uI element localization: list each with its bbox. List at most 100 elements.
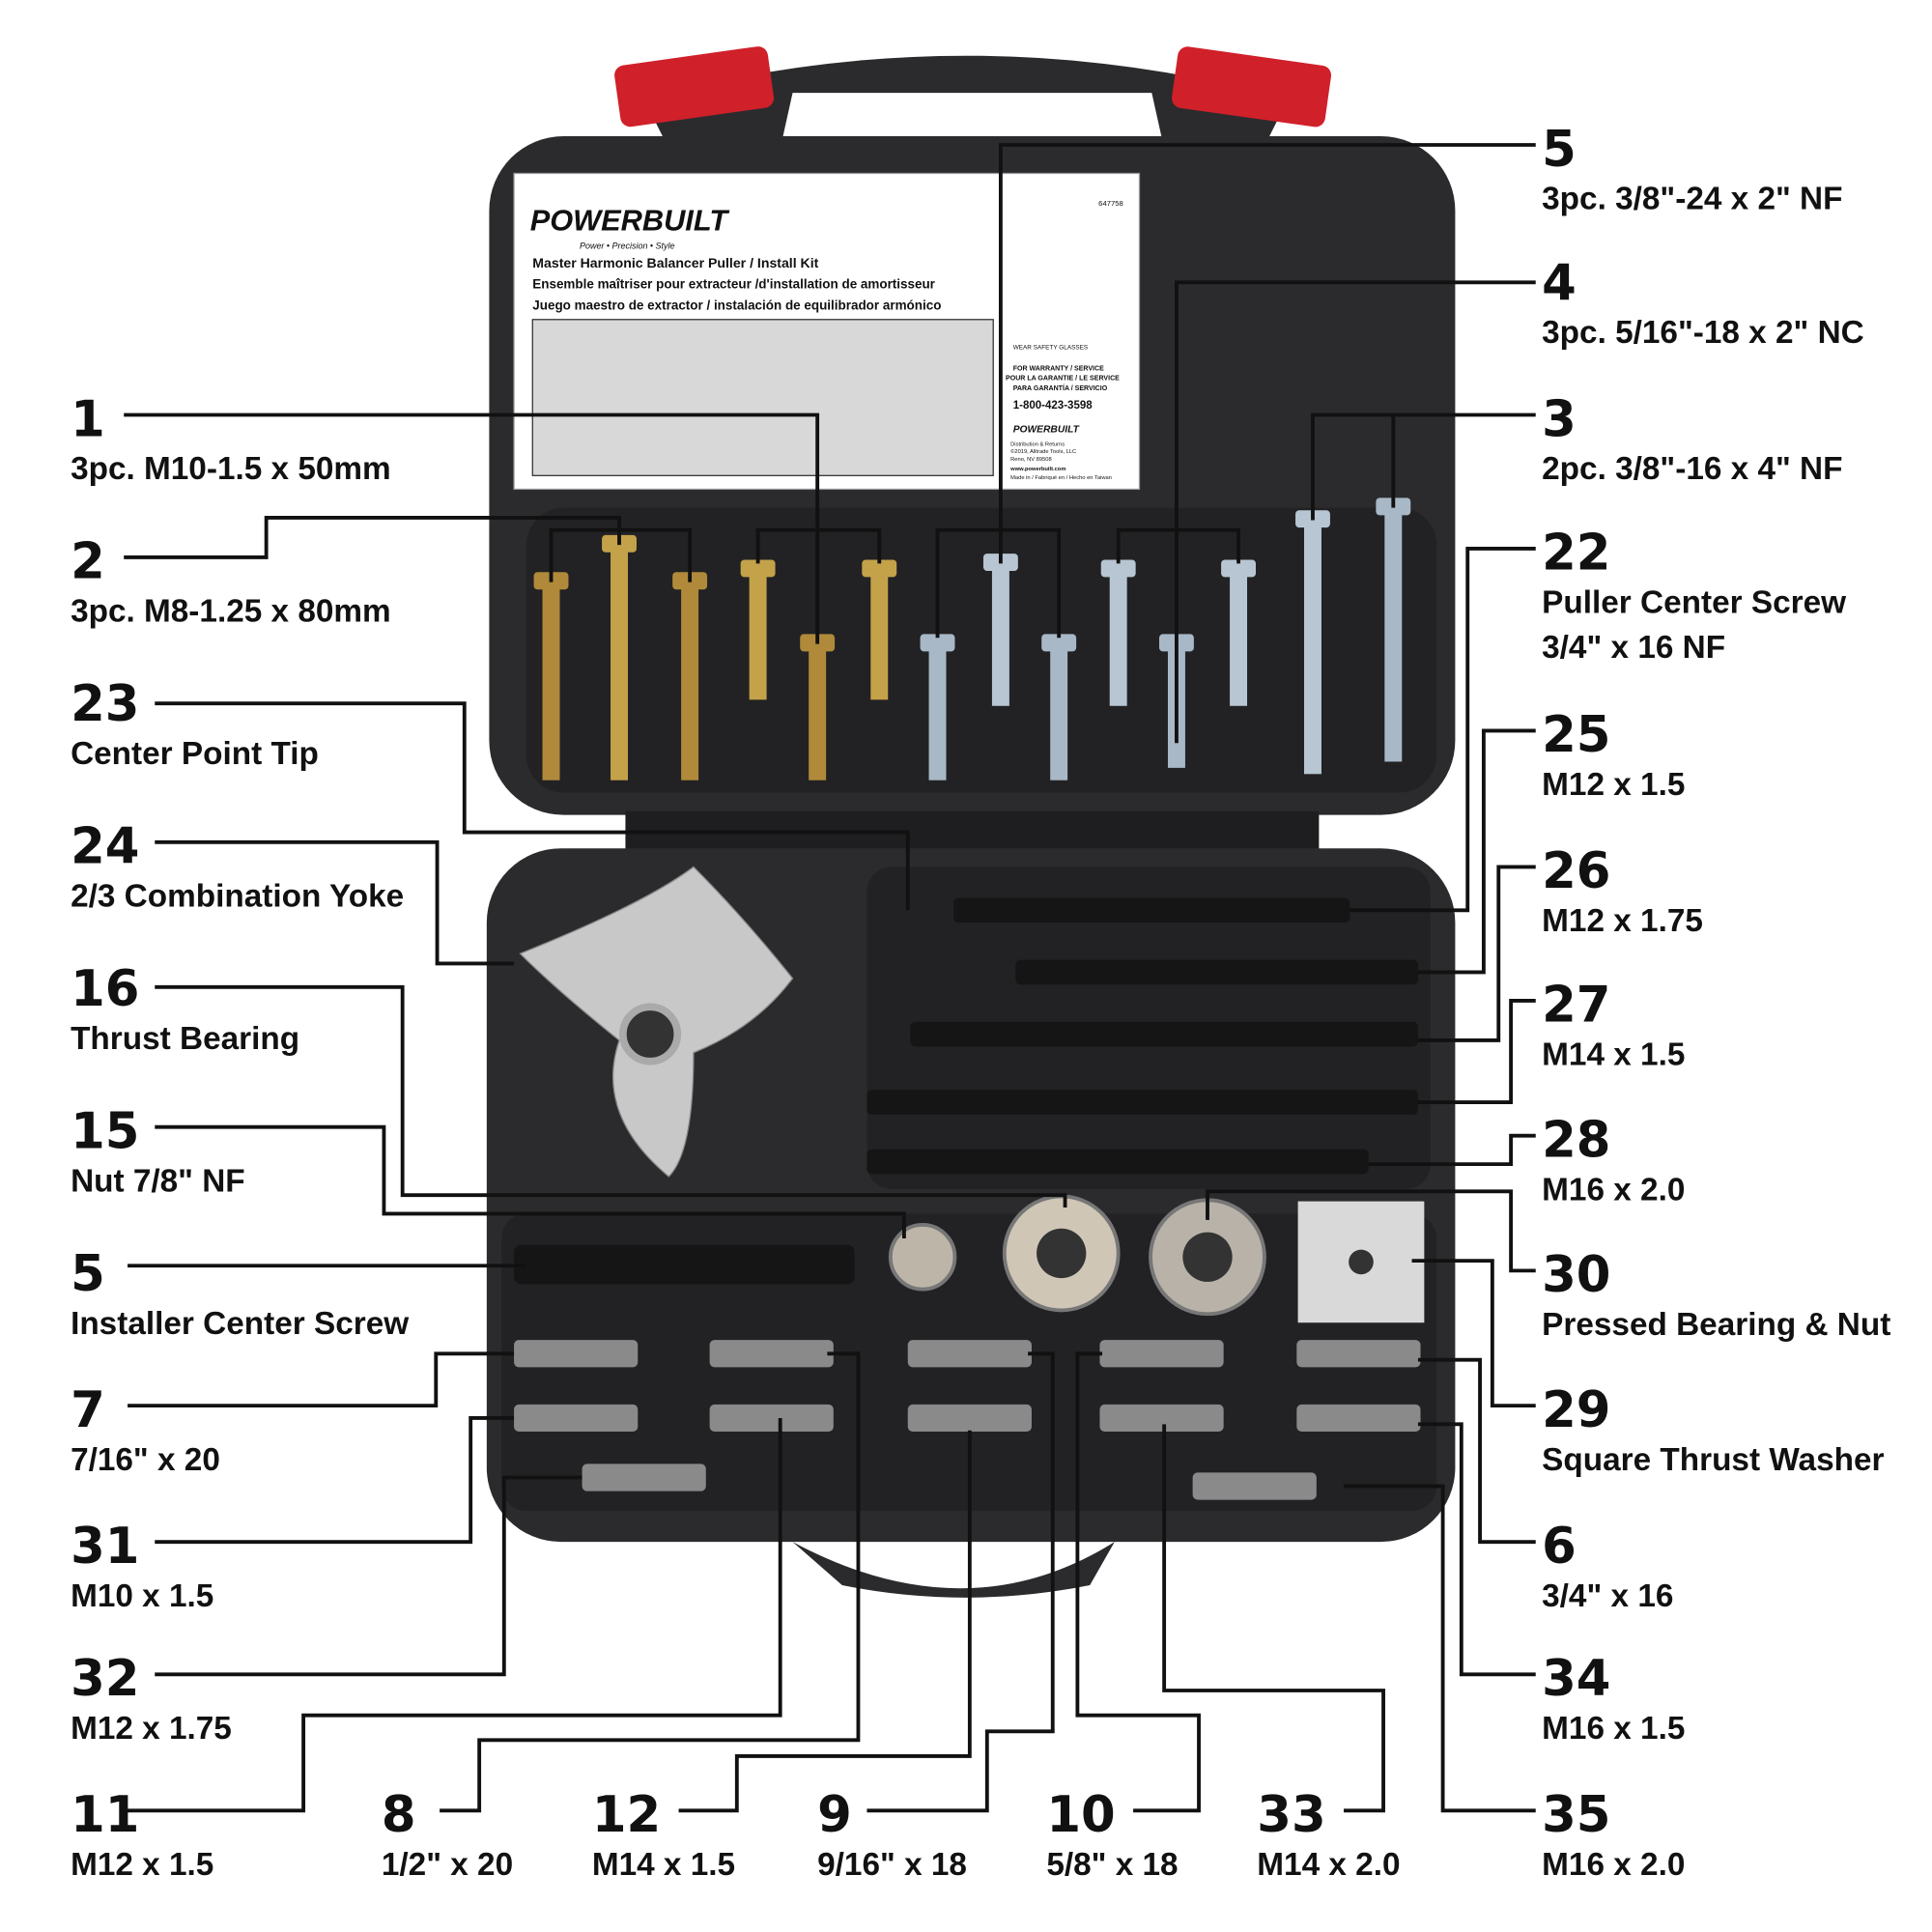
leader-line [155, 839, 515, 966]
callout-description: M10 x 1.5 [71, 1578, 213, 1614]
brand-logo-small: POWERBUILT [1013, 424, 1080, 435]
threaded-rod [1015, 959, 1418, 985]
bolt-head [862, 559, 897, 578]
callout-description: M12 x 1.75 [1542, 903, 1703, 939]
leader-line [1368, 1133, 1536, 1167]
leader-line [1350, 547, 1536, 913]
callout-number: 1 [71, 390, 105, 448]
bolt-head [1100, 559, 1136, 578]
adapter [907, 1340, 1032, 1368]
adapter [709, 1404, 834, 1433]
adapter [709, 1340, 834, 1368]
callout-10: 105/8" x 18 [1046, 1786, 1178, 1883]
callout-number: 31 [71, 1518, 139, 1576]
callout-description: M16 x 1.5 [1542, 1711, 1685, 1747]
warranty-es: PARA GARANTÍA / SERVICIO [1013, 384, 1108, 392]
threaded-rod [953, 897, 1350, 923]
callout-description: M14 x 2.0 [1257, 1847, 1400, 1883]
bolt [611, 545, 628, 781]
callout-description: 3pc. M8-1.25 x 80mm [71, 594, 391, 630]
pressed-bearing-hole [1182, 1232, 1233, 1282]
callout-description: 2/3 Combination Yoke [71, 878, 404, 914]
callout-number: 30 [1542, 1246, 1610, 1304]
origin-text: Made in / Fabriqué en / Hecho en Taiwan [1010, 475, 1112, 481]
bolt [809, 643, 827, 781]
kit-title-fr: Ensemble maîtriser pour extracteur /d'in… [532, 277, 935, 292]
leader-line [1162, 1424, 1385, 1813]
leader-line [935, 527, 1062, 639]
adapter [1099, 1404, 1224, 1433]
callout-description: 3pc. 3/8"-24 x 2" NF [1542, 182, 1842, 217]
leader-line [1411, 1259, 1536, 1408]
leader-line [549, 527, 693, 582]
callout-9: 99/16" x 18 [817, 1786, 967, 1883]
callout-description: Pressed Bearing & Nut [1542, 1307, 1890, 1343]
callout-description: 9/16" x 18 [817, 1847, 967, 1883]
kit-title-en: Master Harmonic Balancer Puller / Instal… [532, 255, 818, 270]
leader-line [1344, 1484, 1536, 1813]
leader-line [155, 1124, 906, 1239]
leader-line [1206, 1189, 1536, 1273]
callout-number: 9 [817, 1786, 852, 1844]
callout-description: M12 x 1.75 [71, 1711, 232, 1747]
adapter [907, 1404, 1032, 1433]
distribution-text: Distribution & Returns [1010, 442, 1065, 448]
callout-number: 11 [71, 1786, 139, 1844]
callout-number: 24 [71, 818, 139, 876]
callout-number: 34 [1542, 1650, 1610, 1708]
thrust-bearing-hole [1037, 1228, 1087, 1279]
callout-number: 10 [1046, 1786, 1115, 1844]
warning-text: WEAR SAFETY GLASSES [1013, 345, 1089, 352]
leader-line [155, 701, 910, 911]
callout-number: 16 [71, 960, 139, 1018]
product-label: POWERBUILT Power • Precision • Style Mas… [513, 172, 1141, 491]
leader-line [440, 1351, 861, 1813]
bolt [542, 582, 560, 781]
callout-number: 7 [71, 1381, 105, 1439]
adapter [582, 1463, 706, 1492]
leader-line [155, 984, 1067, 1208]
leader-line [155, 1416, 515, 1545]
bolt-head [1221, 559, 1256, 578]
leader-line [678, 1430, 972, 1813]
leader-line [1417, 865, 1536, 1042]
leader-line [124, 412, 820, 644]
callout-description: Nut 7/8" NF [71, 1163, 245, 1199]
callout-description: Thrust Bearing [71, 1021, 299, 1057]
threaded-rod [910, 1021, 1418, 1047]
leader-line [998, 143, 1536, 564]
adapter [514, 1340, 639, 1368]
callout-number: 6 [1542, 1518, 1577, 1576]
callout-number: 15 [71, 1102, 139, 1160]
leader-line [1417, 998, 1536, 1104]
callout-description: Puller Center Screw [1542, 585, 1846, 621]
kit-photo [531, 319, 994, 476]
leader-line [1417, 728, 1536, 975]
callout-description: 3/4" x 16 [1542, 1578, 1673, 1614]
adapter [1192, 1472, 1317, 1500]
leader-line [1075, 1351, 1201, 1813]
callout-number: 2 [71, 533, 105, 591]
callout-number: 5 [1542, 121, 1577, 179]
bolt [870, 569, 889, 700]
adapter [1099, 1340, 1224, 1368]
threaded-rod [867, 1090, 1418, 1115]
latch-left [614, 46, 775, 128]
callout-description: Square Thrust Washer [1542, 1442, 1884, 1478]
callout-number: 32 [71, 1650, 139, 1708]
callout-description: Center Point Tip [71, 736, 319, 772]
